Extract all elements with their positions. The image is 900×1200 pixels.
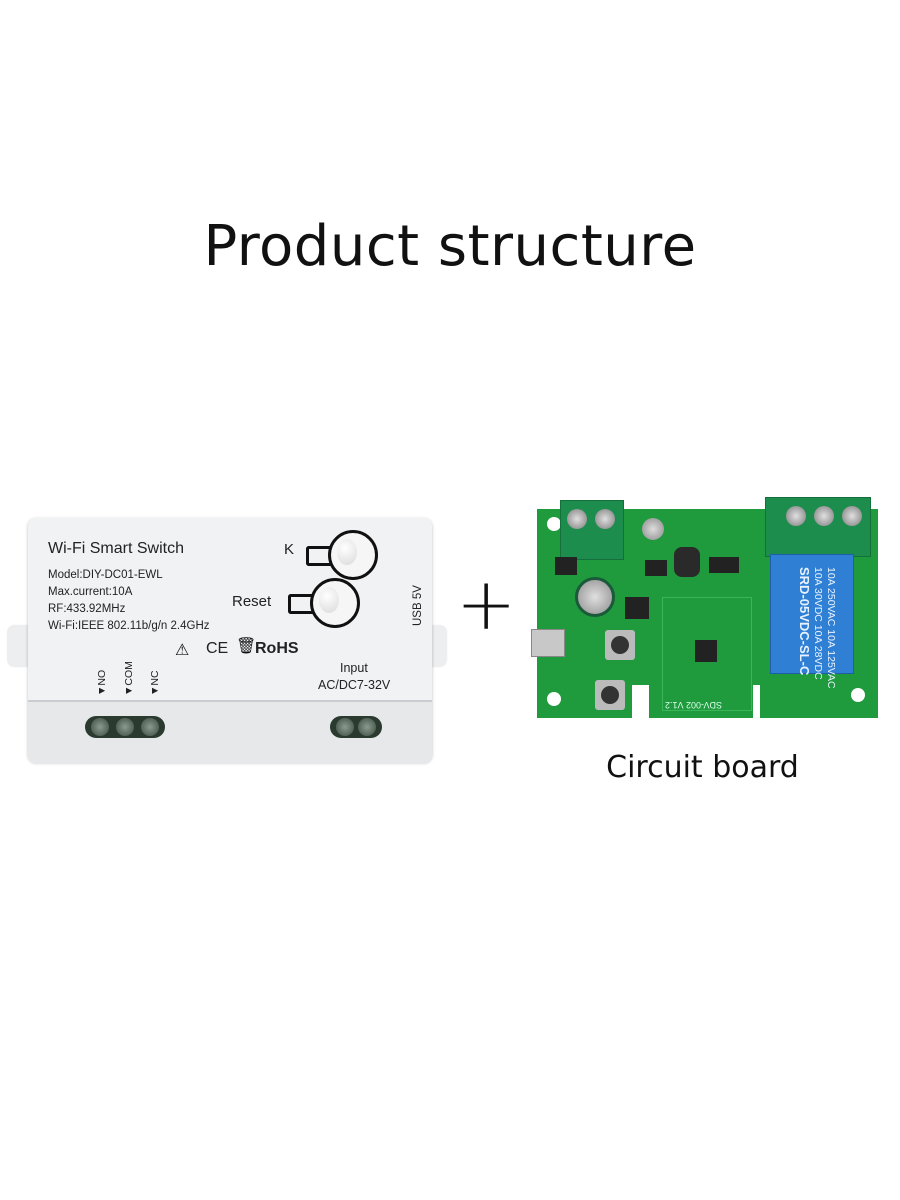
warning-icon: ⚠	[175, 640, 190, 659]
wifi-module-tab	[649, 685, 753, 718]
relay-model: SRD-05VDC-SL-C	[797, 567, 812, 676]
reset-button-outline	[288, 594, 319, 614]
power-terminal-block	[560, 500, 624, 560]
reset-button[interactable]	[310, 578, 360, 628]
spec-wifi: Wi-Fi:IEEE 802.11b/g/n 2.4GHz	[48, 620, 210, 632]
spec-current: Max.current:10A	[48, 586, 133, 598]
screw-icon	[786, 506, 806, 526]
screw-icon	[567, 509, 587, 529]
screw-icon	[595, 509, 615, 529]
terminal-nc-label: ▼NC	[149, 670, 161, 696]
terminal-strip	[28, 700, 432, 764]
terminal-nc-text: NC	[149, 670, 161, 686]
capacitor-small	[642, 518, 664, 540]
input-label: Input	[340, 661, 368, 675]
spec-rf: RF:433.92MHz	[48, 603, 126, 615]
k-button-cap	[337, 539, 357, 565]
screw-icon	[358, 718, 376, 736]
inductor	[674, 547, 700, 577]
button-k-outline	[306, 546, 337, 566]
mount-hole	[547, 692, 561, 706]
circuit-board-caption: Circuit board	[606, 750, 799, 785]
push-button[interactable]	[605, 630, 635, 660]
input-voltage: AC/DC7-32V	[318, 678, 391, 692]
mount-hole	[547, 517, 561, 531]
relay-markings: 10A 250VAC 10A 125VAC 10A 30VDC 10A 28VD…	[797, 567, 837, 689]
push-button-cap	[601, 686, 619, 704]
terminal-com-text: COM	[123, 661, 135, 686]
capacitor	[575, 577, 615, 617]
push-button[interactable]	[595, 680, 625, 710]
plus-sign: +	[456, 562, 517, 646]
usb-port[interactable]	[531, 629, 565, 657]
relay-rating-ac: 10A 250VAC 10A 125VAC	[825, 567, 837, 689]
push-button-cap	[611, 636, 629, 654]
circuit-board: SDV-002 V1.2 10A 250VAC 10A 125VAC 10A 3…	[531, 497, 878, 718]
spec-model: Model:DIY-DC01-EWL	[48, 569, 163, 581]
relay: 10A 250VAC 10A 125VAC 10A 30VDC 10A 28VD…	[770, 554, 854, 689]
terminal-no-text: NO	[96, 669, 108, 686]
screw-icon	[842, 506, 862, 526]
chip	[709, 557, 739, 573]
chip	[645, 560, 667, 576]
ce-mark: CE	[206, 640, 229, 657]
k-button[interactable]	[328, 530, 378, 580]
screw-icon	[116, 718, 134, 736]
screw-icon	[141, 718, 159, 736]
device-name: Wi-Fi Smart Switch	[48, 540, 184, 557]
screw-icon	[91, 718, 109, 736]
relay-rating-dc: 10A 30VDC 10A 28VDC	[812, 567, 824, 680]
rohs-mark: RoHS	[255, 640, 299, 657]
usb-label: USB 5V	[412, 585, 424, 626]
wifi-chip	[695, 640, 717, 662]
smart-switch-enclosure: Wi-Fi Smart Switch Model:DIY-DC01-EWL Ma…	[28, 518, 432, 764]
output-terminal	[85, 716, 165, 738]
chip	[625, 597, 649, 619]
screw-icon	[336, 718, 354, 736]
page-title: Product structure	[203, 214, 697, 279]
terminal-no-label: ▼NO	[96, 669, 108, 696]
wifi-module	[662, 597, 752, 711]
weee-bin-icon: 🗑	[236, 636, 257, 655]
screw-icon	[814, 506, 834, 526]
mount-hole	[851, 688, 865, 702]
input-terminal	[330, 716, 382, 738]
chip	[555, 557, 577, 575]
reset-button-label: Reset	[232, 593, 272, 610]
reset-button-cap	[319, 587, 339, 613]
button-k-label: K	[284, 541, 295, 558]
board-silkscreen: SDV-002 V1.2	[665, 700, 723, 710]
terminal-com-label: ▼COM	[123, 661, 135, 696]
relay-terminal-block	[765, 497, 871, 557]
